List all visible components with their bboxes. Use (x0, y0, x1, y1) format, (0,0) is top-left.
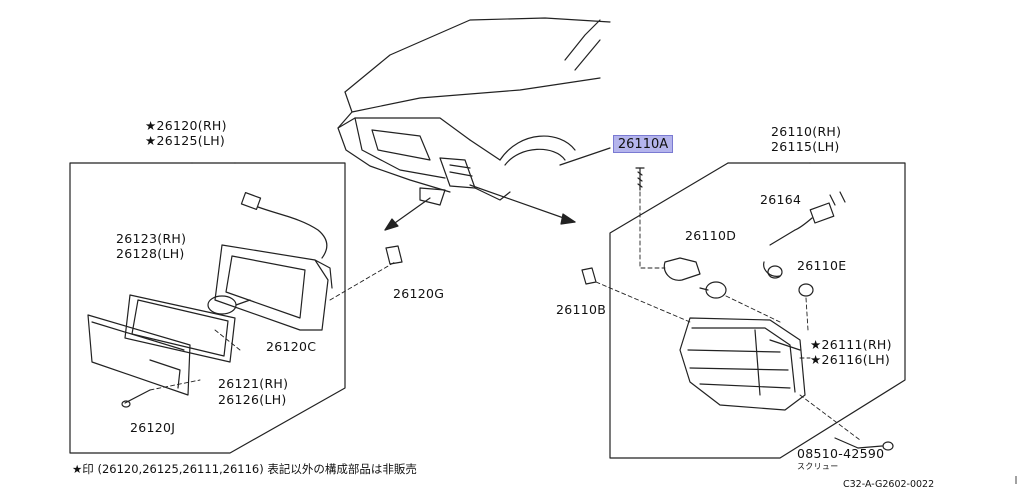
highlight-26110a[interactable]: 26110A (613, 135, 673, 153)
label-26120j: 26120J (130, 420, 176, 435)
left-connector (240, 192, 328, 259)
label-26126-lh: 26126(LH) (218, 392, 287, 407)
right-assembly-frame (609, 162, 906, 459)
label-26120c: 26120C (266, 339, 317, 354)
left-lens (87, 314, 191, 396)
label-26110d: 26110D (685, 228, 737, 243)
pointer-arrows (384, 184, 576, 231)
label-26123-rh: 26123(RH) (116, 231, 187, 246)
clip-26120g (385, 245, 403, 265)
label-26125-lh: ★26125(LH) (145, 133, 226, 148)
left-assembly-frame (69, 162, 346, 454)
label-26110b: 26110B (556, 302, 607, 317)
left-lamp-housing (207, 244, 333, 331)
clip-26110b (581, 267, 597, 285)
screw-26110a (635, 167, 645, 191)
label-26110a[interactable]: 26110A (617, 137, 669, 152)
label-26120-rh: ★26120(RH) (145, 118, 227, 133)
footnote: ★印 (26120,26125,26111,26116) 表記以外の構成部品は非… (72, 462, 417, 476)
label-08510-42590: 08510-42590 (797, 446, 885, 461)
left-screw (121, 389, 151, 408)
label-screw-kana: スクリュー (797, 462, 839, 471)
label-26110e: 26110E (797, 258, 847, 273)
screw-08510 (834, 437, 894, 451)
label-26120g: 26120G (393, 286, 445, 301)
label-26110-rh: 26110(RH) (771, 124, 842, 139)
diagram-code: C32-A-G2602-0022 (843, 479, 935, 490)
left-dash-lines (149, 261, 396, 391)
label-26128-lh: 26128(LH) (116, 246, 185, 261)
label-26121-rh: 26121(RH) (218, 376, 289, 391)
car-front-illustration (337, 17, 611, 206)
label-26115-lh: 26115(LH) (771, 139, 840, 154)
label-26164: 26164 (760, 192, 802, 207)
label-26116-lh: ★26116(LH) (810, 352, 891, 367)
right-socket-assembly (663, 191, 846, 299)
left-gasket (124, 294, 236, 363)
right-dash-lines (595, 191, 861, 441)
label-26111-rh: ★26111(RH) (810, 337, 892, 352)
right-lamp-assembly (679, 317, 806, 411)
